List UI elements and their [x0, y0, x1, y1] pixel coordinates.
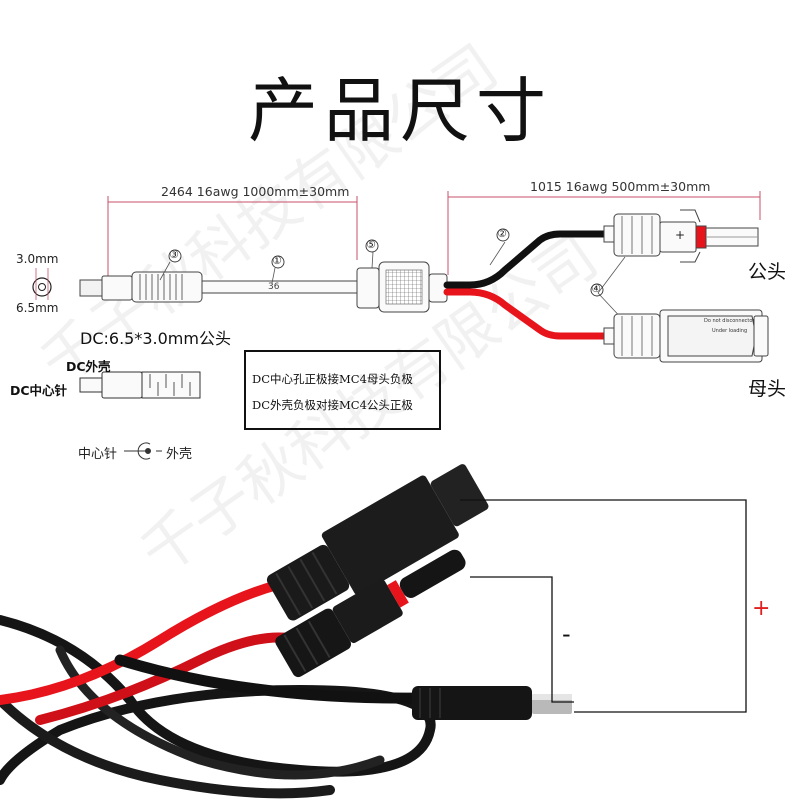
callout-5: ⑤	[366, 238, 376, 251]
dc-plug-photo	[412, 686, 572, 720]
female-connector-label: 母头	[748, 378, 787, 400]
page-title: 产品尺寸	[248, 70, 552, 152]
dc-shell-label: DC外壳	[66, 359, 111, 374]
dc-plug-drawing	[79, 271, 358, 303]
callout-2: ②	[497, 227, 507, 240]
dc-pin-label: DC中心针	[10, 383, 68, 398]
outer-diameter: 6.5mm	[16, 301, 59, 315]
callout-1: ①	[272, 254, 282, 267]
mc4-female-drawing	[603, 309, 769, 363]
callout-circles	[168, 228, 604, 297]
right-cable-dimension: 1015 16awg 500mm±30mm	[530, 179, 711, 194]
cable-photo	[0, 575, 436, 799]
inner-diameter: 3.0mm	[16, 252, 59, 266]
dimension-lines	[107, 191, 761, 290]
note-line-2: DC外壳负极对接MC4公头正极	[252, 398, 413, 412]
male-mark: +	[675, 228, 686, 242]
polarity-note: DC中心孔正极接MC4母头负极 DC外壳负极对接MC4公头正极	[244, 350, 441, 430]
legend-shell: 外壳	[166, 447, 193, 462]
mc4-male-drawing	[603, 209, 759, 263]
left-cable-dimension: 2464 16awg 1000mm±30mm	[161, 184, 350, 199]
female-print-2: Under loading	[712, 328, 748, 334]
male-connector-label: 公头	[748, 261, 787, 283]
female-print-1: Do not disconnector	[704, 318, 755, 324]
polarity-lines	[460, 499, 747, 713]
legend-center-pin: 中心针	[78, 447, 118, 462]
cable-print: 36	[268, 282, 280, 292]
callout-3: ③	[169, 248, 179, 261]
plus-sign: +	[752, 596, 771, 621]
mc4-male-photo	[266, 464, 489, 621]
dc-cross-section	[32, 268, 52, 300]
minus-sign: -	[562, 620, 571, 648]
dc-legend-symbol	[124, 442, 162, 460]
split-wires	[443, 230, 616, 340]
dc-plug-sketch	[79, 371, 201, 399]
callout-4: ④	[591, 282, 601, 295]
mc4-female-photo	[275, 549, 466, 678]
splitter-block	[356, 261, 448, 313]
note-line-1: DC中心孔正极接MC4母头负极	[252, 372, 413, 386]
dc-spec: DC:6.5*3.0mm公头	[80, 329, 231, 348]
